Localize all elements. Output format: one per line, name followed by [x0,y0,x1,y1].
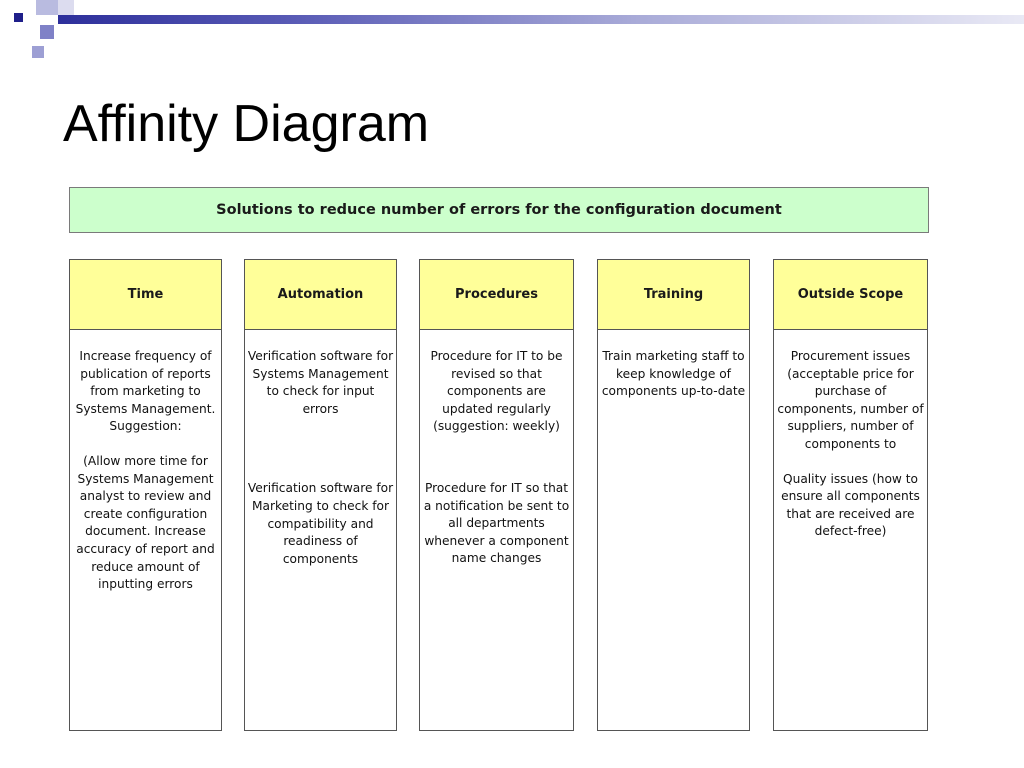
column-note: Verification software for Marketing to c… [247,481,394,566]
column-heading: Training [598,260,749,330]
column-note: Quality issues (how to ensure all compon… [781,471,920,539]
corner-square-mid [40,25,54,39]
column-note: Procurement issues (acceptable price for… [777,349,924,451]
slide-title: Affinity Diagram [63,95,430,153]
column-heading: Outside Scope [774,260,927,330]
column-body: Verification software for Systems Manage… [245,330,396,568]
column-body: Train marketing staff to keep knowledge … [598,330,749,401]
column-procedures: Procedures Procedure for IT to be revise… [419,259,574,731]
column-heading-text: Training [643,287,704,302]
column-body: Increase frequency of publication of rep… [70,330,221,594]
column-heading-text: Time [127,287,164,302]
diagram-header: Solutions to reduce number of errors for… [69,187,929,233]
header-gradient-bar [58,15,1024,24]
column-automation: Automation Verification software for Sys… [244,259,397,731]
corner-square-light [36,0,58,15]
column-note: Verification software for Systems Manage… [247,349,394,416]
column-note: (Allow more time for Systems Management … [76,453,215,592]
column-heading-text: Automation [277,287,364,302]
slide-corner-decoration [0,0,1024,60]
column-note: Increase frequency of publication of rep… [75,349,216,434]
column-body: Procurement issues (acceptable price for… [774,330,927,541]
column-outside-scope: Outside Scope Procurement issues (accept… [773,259,928,731]
column-note: Procedure for IT to be revised so that c… [430,349,563,434]
column-body: Procedure for IT to be revised so that c… [420,330,573,568]
column-note: Procedure for IT so that a notification … [423,480,570,566]
column-heading: Time [70,260,221,330]
column-heading: Procedures [420,260,573,330]
corner-square-small [32,46,44,58]
column-heading: Automation [245,260,396,330]
column-training: Training Train marketing staff to keep k… [597,259,750,731]
column-time: Time Increase frequency of publication o… [69,259,222,731]
diagram-header-text: Solutions to reduce number of errors for… [216,202,782,218]
corner-square-faint [58,0,74,15]
corner-square-dark [14,13,23,22]
column-heading-text: Procedures [455,287,538,302]
column-note: Train marketing staff to keep knowledge … [601,349,746,399]
column-heading-text: Outside Scope [797,287,904,302]
